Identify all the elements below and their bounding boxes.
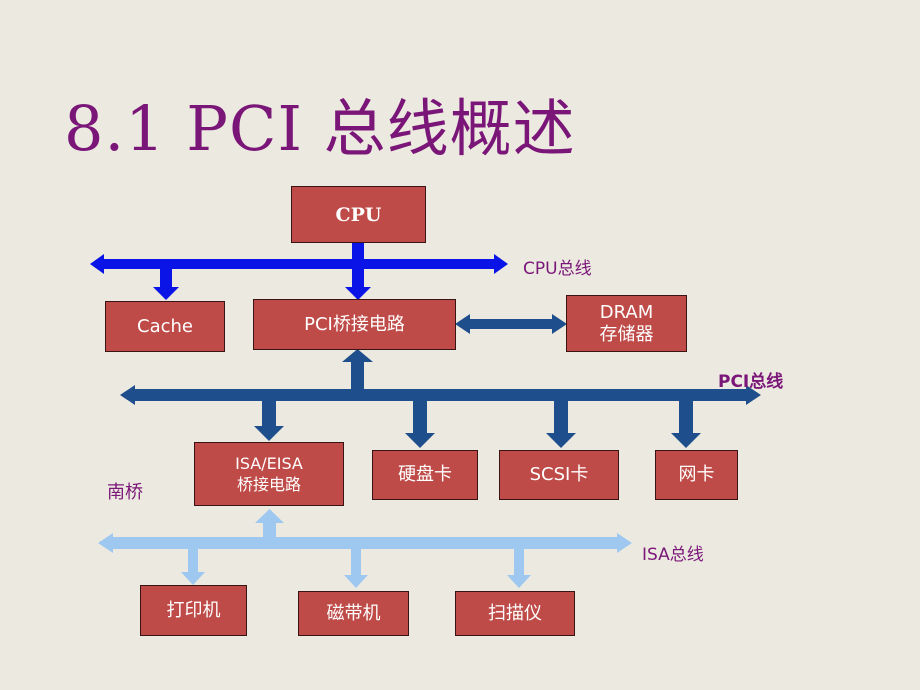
scanner-down-arrow	[507, 549, 531, 588]
scsi-card-box-label: SCSI卡	[529, 464, 589, 485]
cpu-bus-arrow	[90, 254, 508, 274]
printer-down-arrow	[181, 549, 205, 585]
net-card-box-label: 网卡	[678, 464, 715, 485]
scanner-box-label: 扫描仪	[488, 602, 542, 624]
south-bridge-label: 南桥	[107, 482, 143, 503]
page-title: 8.1 PCI 总线概述	[64, 92, 576, 165]
net-card-down-arrow	[671, 401, 701, 448]
isa-bridge-up-arrow	[255, 509, 284, 537]
cpu-bus	[90, 243, 508, 300]
net-card-box: 网卡	[655, 450, 738, 500]
pci-bridge-up-arrow	[342, 349, 373, 389]
cache-down-arrow	[153, 269, 179, 300]
dram-box: DRAM 存储器	[566, 295, 687, 352]
tape-drive-box: 磁带机	[298, 591, 409, 636]
tape-drive-down-arrow	[344, 549, 368, 588]
scanner-box: 扫描仪	[455, 591, 575, 636]
cache-box: Cache	[105, 301, 225, 352]
isa-bridge-down-arrow	[254, 401, 284, 441]
isa-bridge-box: ISA/EISA 桥接电路	[194, 442, 344, 506]
cpu-down-arrow	[345, 243, 371, 300]
scsi-card-down-arrow	[546, 401, 576, 448]
tape-drive-box-label: 磁带机	[326, 602, 381, 624]
cache-box-label: Cache	[137, 315, 193, 337]
dram-box-line2: 存储器	[599, 323, 654, 345]
dram-double-arrow	[455, 314, 567, 334]
isa-bridge-box-line1: ISA/EISA	[235, 454, 303, 473]
cpu-bus-label: CPU总线	[523, 259, 592, 279]
isa-bus-label: ISA总线	[642, 545, 704, 565]
pci-bridge-box: PCI桥接电路	[253, 299, 456, 350]
pci-bus-label: PCI总线	[718, 372, 784, 392]
cpu-box-label: CPU	[335, 203, 382, 226]
isa-bus-arrow	[98, 533, 632, 553]
scsi-card-box: SCSI卡	[499, 450, 619, 500]
isa-bridge-box-line2: 桥接电路	[236, 475, 301, 494]
cpu-box: CPU	[291, 186, 426, 243]
hdd-card-down-arrow	[405, 401, 435, 448]
printer-box-label: 打印机	[166, 599, 221, 621]
hdd-card-box-label: 硬盘卡	[398, 464, 452, 485]
printer-box: 打印机	[140, 585, 247, 636]
dram-box-line1: DRAM	[599, 301, 654, 323]
pci-bridge-box-label: PCI桥接电路	[304, 313, 405, 335]
pci-bus	[120, 349, 761, 448]
isa-bus	[98, 509, 632, 588]
hdd-card-box: 硬盘卡	[372, 450, 478, 500]
pci-bus-arrow	[120, 385, 761, 405]
